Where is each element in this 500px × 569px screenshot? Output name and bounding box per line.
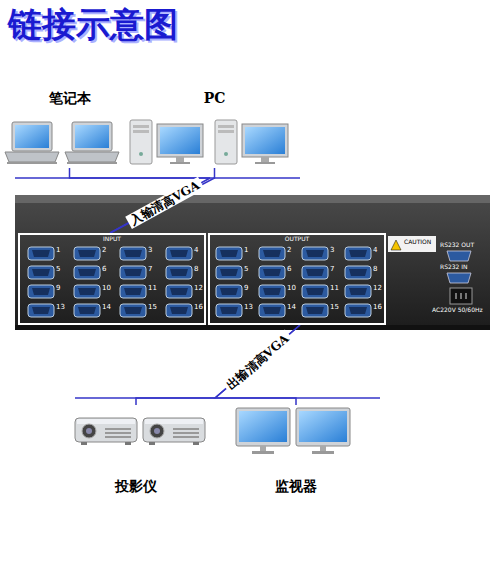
port-number: 6 xyxy=(102,265,106,273)
vga-connector xyxy=(70,168,211,233)
port-number: 10 xyxy=(102,284,111,292)
port-number: 10 xyxy=(287,284,296,292)
port-number: 15 xyxy=(148,303,157,311)
port-number: 7 xyxy=(148,265,152,273)
port-number: 12 xyxy=(194,284,203,292)
node-label: 投影仪 xyxy=(62,478,210,496)
source-group: PC xyxy=(128,88,301,168)
port-number: 11 xyxy=(148,284,157,292)
port-number: 1 xyxy=(244,246,248,254)
port-number: 14 xyxy=(102,303,111,311)
display-group: 投影仪 xyxy=(62,405,210,500)
port-number: 6 xyxy=(287,265,291,273)
port-number: RS232 IN xyxy=(440,263,468,270)
port-number: 5 xyxy=(244,265,248,273)
port-number: 3 xyxy=(330,246,334,254)
port-number: RS232 OUT xyxy=(440,241,474,248)
input-panel: INPUT12345678910111213141516 xyxy=(18,233,206,325)
port-number: 8 xyxy=(194,265,198,273)
port-number: 2 xyxy=(102,246,106,254)
port-number: 11 xyxy=(330,284,339,292)
port-number: 13 xyxy=(244,303,253,311)
node-label: OUTPUT xyxy=(210,235,384,242)
node-label: 监视器 xyxy=(222,478,370,496)
vga-connector xyxy=(110,168,215,233)
vga-connector xyxy=(136,325,300,405)
port-number: 14 xyxy=(287,303,296,311)
node-label: 笔记本 xyxy=(3,90,136,108)
port-number: 13 xyxy=(56,303,65,311)
diagram-title: 链接示意图 xyxy=(8,4,178,45)
port-number: 4 xyxy=(373,246,377,254)
port-number: 5 xyxy=(56,265,60,273)
port-number: AC220V 50/60Hz xyxy=(432,306,483,313)
vga-connector xyxy=(215,325,300,405)
port-number: 4 xyxy=(194,246,198,254)
port-number: 16 xyxy=(373,303,382,311)
node-label: PC xyxy=(128,90,301,106)
source-group: 笔记本 xyxy=(3,88,136,168)
port-number: 1 xyxy=(56,246,60,254)
port-number: 2 xyxy=(287,246,291,254)
port-number: 16 xyxy=(194,303,203,311)
port-number: 15 xyxy=(330,303,339,311)
port-number: 8 xyxy=(373,265,377,273)
node-label: INPUT xyxy=(20,235,204,242)
output-panel: OUTPUT12345678910111213141516 xyxy=(208,233,386,325)
display-group: 监视器 xyxy=(222,405,370,500)
matrix-switch: CAUTION RS232 OUT RS232 IN AC220V 50/60Hz IN… xyxy=(15,195,490,330)
port-number: 3 xyxy=(148,246,152,254)
port-number: 7 xyxy=(330,265,334,273)
edge-label: 出输清高VGA xyxy=(221,329,293,394)
port-number: 12 xyxy=(373,284,382,292)
node-label: CAUTION xyxy=(404,238,431,245)
port-number: 9 xyxy=(56,284,60,292)
port-number: 9 xyxy=(244,284,248,292)
